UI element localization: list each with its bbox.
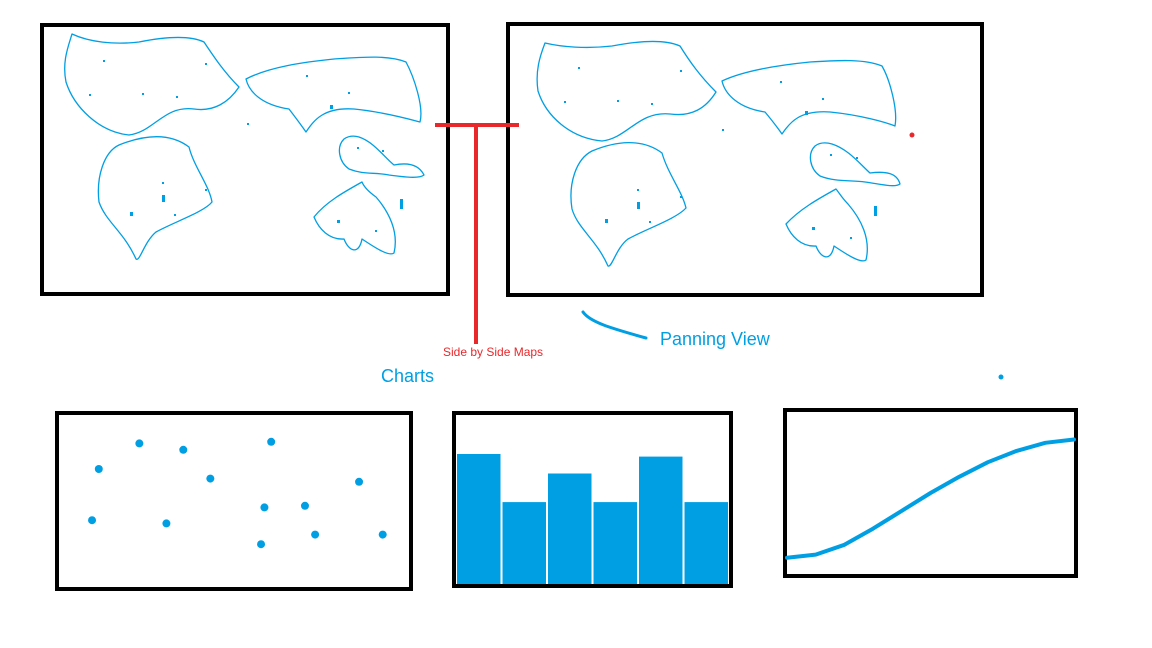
continent-north-america: [64, 33, 240, 136]
bar-4: [639, 456, 683, 584]
bar-chart-panel[interactable]: [452, 411, 733, 588]
continent-north-america: [536, 40, 717, 142]
continent-australia: [313, 181, 396, 255]
red-marker-dot: [909, 132, 915, 138]
continent-africa: [809, 142, 901, 187]
side-by-side-label: Side by Side Maps: [443, 345, 544, 359]
charts-label: Charts: [381, 366, 435, 386]
scatter-point-0: [94, 465, 103, 473]
bar-0: [457, 454, 501, 584]
continent-south-america: [570, 142, 687, 267]
scatter-point-12: [378, 530, 387, 539]
scatter-chart: [88, 437, 387, 549]
continent-eurasia: [245, 56, 422, 133]
map-markers-right: [564, 67, 877, 239]
bar-1: [502, 502, 546, 584]
continent-australia: [785, 188, 868, 262]
scatter-point-8: [260, 503, 269, 512]
continent-africa: [338, 135, 425, 178]
continent-eurasia: [721, 59, 897, 135]
stray-dot: [998, 374, 1004, 380]
map-markers-left: [89, 60, 403, 232]
scatter-point-6: [88, 516, 97, 525]
scatter-point-5: [355, 477, 364, 486]
scatter-chart-panel[interactable]: [55, 411, 413, 591]
bar-chart: [457, 454, 728, 584]
bar-5: [684, 502, 728, 584]
line-series: [785, 437, 1076, 560]
scatter-point-4: [267, 437, 276, 446]
map-panel-right[interactable]: [506, 22, 984, 297]
world-map-sketch-right: [536, 40, 915, 267]
bar-2: [548, 473, 592, 584]
continent-south-america: [97, 136, 213, 260]
scatter-point-11: [311, 530, 320, 539]
scatter-point-9: [300, 501, 309, 510]
line-chart: [785, 437, 1076, 560]
line-chart-panel[interactable]: [783, 408, 1078, 578]
panning-stroke: [581, 310, 648, 340]
scatter-point-3: [206, 474, 215, 483]
world-map-sketch-left: [64, 33, 425, 260]
map-panel-left[interactable]: [40, 23, 450, 296]
panning-view-label: Panning View: [660, 329, 770, 349]
scatter-point-7: [162, 519, 171, 528]
scatter-point-10: [257, 540, 266, 549]
scatter-point-1: [135, 439, 144, 448]
bar-3: [593, 502, 637, 584]
scatter-point-2: [179, 445, 188, 454]
